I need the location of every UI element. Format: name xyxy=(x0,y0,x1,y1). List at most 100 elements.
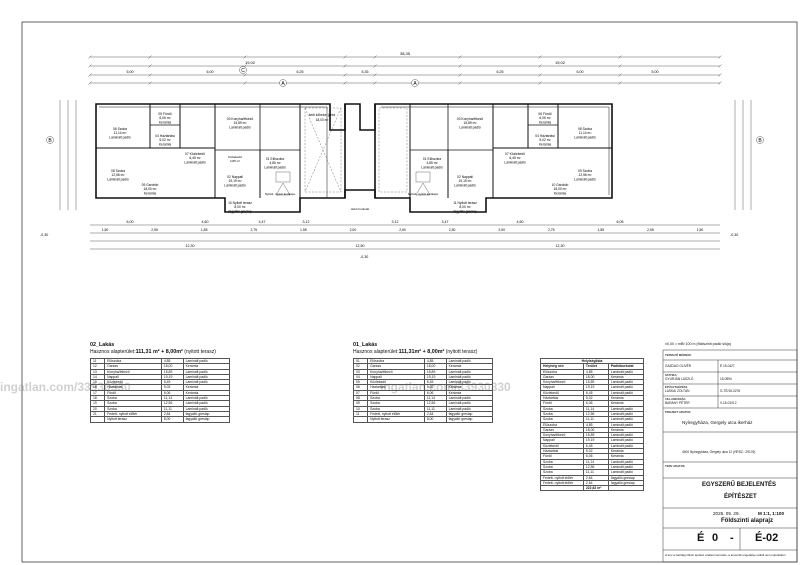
level-right: -0,30 xyxy=(730,233,738,237)
room-left-3-line-0: 03 Konyha/étkező xyxy=(227,117,254,121)
schedule-cell: fagyálló greslap xyxy=(607,479,645,487)
room-left-5-line-2: Laminált padló xyxy=(107,177,129,181)
dim-bottom-row2-1: 2,55 xyxy=(151,228,158,232)
schedule-total-label xyxy=(540,485,584,492)
hall-left-label: Közlekedő xyxy=(228,155,242,159)
table-01-cell xyxy=(352,416,369,423)
table-02-cell: Laminált padló xyxy=(182,379,231,386)
schedule-cell: Laminált padló xyxy=(607,368,645,375)
entry-right-label: Nyitott, nyitott kertkapu xyxy=(408,192,439,196)
room-right-1-line-1: 5,02 m² xyxy=(539,138,551,142)
designer-name: GAZDAG OLIVÉR xyxy=(665,364,692,368)
label-designer3: ÉPÜLETGÉPÉSZ xyxy=(665,385,688,389)
room-left-3-line-2: Laminált padló xyxy=(229,125,251,129)
table-02-cell: Laminált padló xyxy=(182,395,231,402)
table-01-cell: Laminált padló xyxy=(445,395,494,402)
table-02-cell: Nyitott terasz xyxy=(104,416,162,423)
dim-half-right: 19,02 xyxy=(555,60,566,65)
dim-bottom-row2-3: 2,75 xyxy=(250,228,257,232)
table-02-cell: Laminált padló xyxy=(182,373,231,381)
reference-level: ±0,00 = mBf 100 m (földszinti padló síkj… xyxy=(665,342,731,346)
dimension-lines-side xyxy=(59,100,752,210)
room-left-5-line-1: 12,56 m² xyxy=(111,173,125,177)
carport-area: 18,00 m² xyxy=(316,118,329,122)
room-left-2-line-2: Kerámia xyxy=(159,142,171,146)
title-block-frame xyxy=(662,349,798,563)
room-right-6-line-2: Laminált padló xyxy=(574,177,596,181)
table-02-subtitle: Hasznos alapterület:111,31 m² + 8,00m² (… xyxy=(90,349,216,355)
room-left-1-line-2: Kerámia xyxy=(159,120,171,124)
schedule-cell: Laminált padló xyxy=(607,432,645,439)
axis-a-right: A xyxy=(413,81,417,87)
room-right-6-line-1: 12,56 m² xyxy=(578,173,592,177)
dim-bottom-total-right: 12,30 xyxy=(556,244,565,248)
room-left-1-line-1: 6,06 m² xyxy=(159,116,171,120)
table-01-cell: Laminált padló xyxy=(445,373,494,381)
entry-symbols xyxy=(275,171,431,196)
code-a: É xyxy=(697,532,705,544)
room-left-8-line-0: 09 Gardrób xyxy=(142,183,159,187)
table-01-cell: fagyálló greslap xyxy=(445,416,494,423)
table-02-cell: 8,00 xyxy=(160,416,184,423)
dimension-lines-bottom xyxy=(90,224,720,250)
room-right-9-line-0: 11 Nyitott terasz xyxy=(453,201,477,205)
room-right-1-line-0: 04 Háztartási xyxy=(535,134,555,138)
dim-bottom-row2-9: 2,75 xyxy=(548,228,555,232)
axis-c: C xyxy=(241,68,245,74)
dim-bottom-row2-8: 2,50 xyxy=(498,228,505,232)
designer3-name: LASKAI ZOLTÁN xyxy=(665,389,690,393)
room-right-1-line-2: Kerámia xyxy=(539,142,551,146)
dim-lt-0: 5,00 xyxy=(127,70,134,74)
dim-bottom-row2-4: 1,55 xyxy=(300,228,307,232)
room-left-0-line-1: 11,14 m² xyxy=(114,131,128,135)
room-left-9-line-0: 10 Nyitott terasz xyxy=(228,201,252,205)
dim-lt-2: 6,25 xyxy=(297,70,304,74)
room-left-5-line-0: 08 Szoba xyxy=(111,169,125,173)
designer2-name: GYURJÁN LÁSZLÓ xyxy=(665,377,694,381)
garage-zone xyxy=(304,107,408,193)
project-name: Nyíregyháza, Gergely utca ikerház xyxy=(682,420,753,425)
table-01-cell: Laminált padló xyxy=(445,357,494,365)
schedule-total-pad xyxy=(607,485,645,492)
schedule-cell: Laminált padló xyxy=(607,458,645,465)
room-left-4-line-2: Laminált padló xyxy=(184,160,206,164)
room-right-2-line-1: 11,14 m² xyxy=(579,131,593,135)
dimension-lines-top xyxy=(88,55,722,85)
room-right-3-line-2: Laminált padló xyxy=(459,125,481,129)
carport-label: kerti kőbeton járda xyxy=(309,113,335,117)
plan-date: 2026. 05. 29. xyxy=(713,511,740,516)
room-right-0-line-0: 06 Fürdő xyxy=(538,112,551,116)
dim-bl-2: 3,47 xyxy=(259,220,266,224)
schedule-cell: Laminált padló xyxy=(607,389,645,397)
room-left-4-line-0: 07 Közlekedő xyxy=(185,152,205,156)
room-right-4-line-0: 07 Közlekedő xyxy=(505,152,525,156)
dim-bl-0: 6,00 xyxy=(127,220,134,224)
room-left-7-line-1: 4,85 m² xyxy=(269,161,281,165)
room-left-7-line-2: Laminált padló xyxy=(264,165,286,169)
table-01-cell: 8,00 xyxy=(423,416,447,423)
dim-lt-1: 6,00 xyxy=(207,70,214,74)
label-designer4: VILLAMOSSÁG xyxy=(665,397,686,401)
schedule-cell: Laminált padló xyxy=(607,410,645,418)
table-02-cell: Laminált padló xyxy=(182,405,231,412)
level-bottom: -0,30 xyxy=(360,255,368,259)
room-right-3-line-1: 15,89 m² xyxy=(463,121,477,125)
room-left-6-line-2: Laminált padló xyxy=(224,183,246,187)
dim-br-0: 3,12 xyxy=(392,220,399,224)
room-right-8-line-1: 18,00 m² xyxy=(553,187,567,191)
dim-bottom-row2-2: 1,85 xyxy=(201,228,208,232)
room-right-8-line-2: Kerámia xyxy=(554,191,566,195)
project-address: 4400 Nyíregyháza, Gergely utca 12 (HRSZ.… xyxy=(682,450,756,454)
dim-bottom-row2-11: 2,55 xyxy=(647,228,654,232)
plan-type: EGYSZERŰ BEJELENTÉS xyxy=(702,482,777,488)
table-01-title: 01_Lakás xyxy=(353,342,378,348)
